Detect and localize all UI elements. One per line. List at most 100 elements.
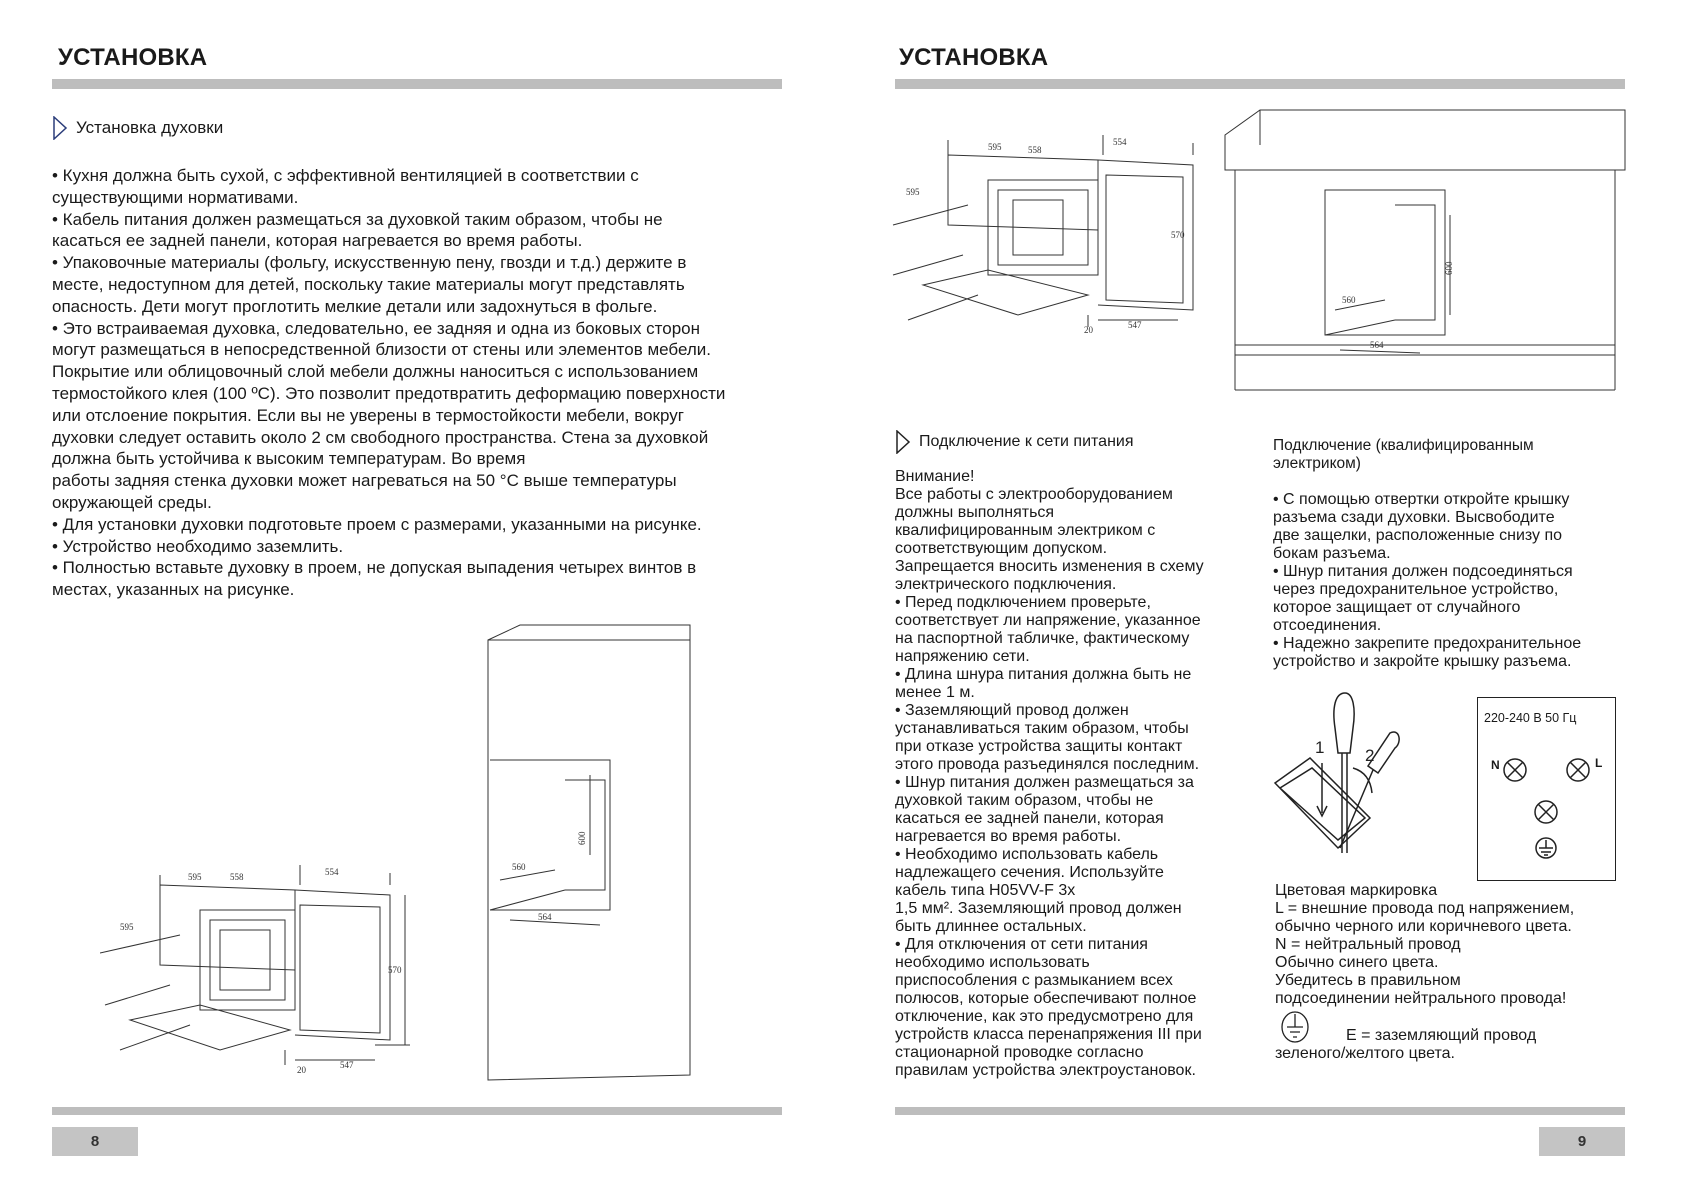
dim-570: 570 [388, 965, 402, 975]
dim-564: 564 [1370, 340, 1384, 350]
text-line: касаться ее задней панели, которая [895, 810, 1164, 827]
text-line: правилам устройства электроустановок. [895, 1062, 1196, 1079]
text-line: Все работы с электрооборудованием [895, 486, 1173, 503]
text-line: Запрещается вносить изменения в схему [895, 558, 1204, 575]
text-line: должны выполняться [895, 504, 1055, 521]
text-line: Покрытие или облицовочный слой мебели до… [52, 362, 699, 382]
text-line: • Для отключения от сети питания [895, 936, 1148, 953]
dim-595-side: 595 [120, 922, 134, 932]
text-line: • Шнур питания должен подсоединяться [1273, 563, 1573, 580]
step-1-label: 1 [1315, 738, 1324, 757]
page-number-right: 9 [1539, 1127, 1625, 1156]
text-line: • Кухня должна быть сухой, с эффективной… [52, 166, 639, 185]
text-line: через предохранительное устройство, [1273, 581, 1559, 598]
dim-554: 554 [325, 867, 339, 877]
text-line: • Необходимо использовать кабель [895, 846, 1159, 863]
text-line: две защелки, расположенные снизу по [1273, 527, 1563, 544]
text-line: • Надежно закрепите предохранительное [1273, 635, 1582, 652]
text-line: которое защищает от случайного [1273, 599, 1521, 616]
text-line: N = нейтральный провод [1275, 936, 1461, 953]
left-section-heading: Установка духовки [52, 116, 223, 140]
text-line: • Перед подключением проверьте, [895, 594, 1151, 611]
chevron-right-icon [896, 430, 911, 454]
text-line: Цветовая маркировка [1275, 882, 1438, 899]
text-line: устройство и закройте крышку разъема. [1273, 653, 1572, 670]
text-line: бокам разъема. [1273, 545, 1391, 562]
oven-dimension-drawing-right: 595 558 554 595 570 20 547 [892, 135, 1194, 335]
text-line: квалифицированным электриком с [895, 522, 1156, 539]
text-line: • Полностью вставьте духовку в проем, не… [52, 558, 697, 578]
text-line: электриком) [1273, 455, 1361, 472]
text-line: • Для установки духовки подготовьте прое… [52, 514, 702, 534]
third-terminal-icon [1534, 800, 1558, 824]
text-line: устройств класса перенапряжения III при [895, 1026, 1202, 1043]
text-line: Внимание! [895, 468, 975, 485]
dim-600: 600 [1444, 261, 1454, 275]
text-line: • Устройство необходимо заземлить. [52, 536, 344, 556]
text-line: Обычно синего цвета. [1275, 954, 1439, 971]
neutral-label: N [1491, 758, 1500, 772]
text-line: касаться ее задней панели, которая нагре… [52, 231, 583, 251]
dim-547: 547 [340, 1060, 354, 1070]
right-section-heading: Подключение к сети питания [895, 430, 1134, 454]
left-footer-bar [52, 1107, 782, 1115]
terminal-icons [1503, 758, 1590, 859]
dim-554: 554 [1113, 137, 1127, 147]
text-line: напряжению сети. [895, 648, 1030, 665]
earth-symbol-icon [1281, 1011, 1309, 1043]
text-line: приспособления с размыканием всех [895, 972, 1173, 989]
text-line: • Длина шнура питания должна быть не [895, 666, 1192, 683]
neutral-terminal-icon [1503, 758, 1527, 782]
earth-line-2: зеленого/желтого цвета. [1275, 1045, 1455, 1062]
dim-595-side: 595 [906, 187, 920, 197]
text-line: Подключение (квалифицированным [1273, 437, 1534, 454]
page-number-left: 8 [52, 1127, 138, 1156]
text-line: Убедитесь в правильном [1275, 972, 1461, 989]
chevron-right-icon [53, 116, 68, 140]
dim-560: 560 [512, 862, 526, 872]
left-page-title: УСТАНОВКА [58, 44, 208, 71]
section-heading-text: Установка духовки [76, 118, 224, 137]
dim-600: 600 [577, 831, 587, 845]
dim-20: 20 [297, 1065, 307, 1075]
text-line: быть длиннее остальных. [895, 918, 1087, 935]
ground-icon [1535, 837, 1557, 859]
text-line: • Кабель питания должен размещаться за д… [52, 209, 663, 229]
text-line: соответствует ли напряжение, указанное [895, 612, 1201, 629]
left-header-bar [52, 79, 782, 89]
text-line: разъема сзади духовки. Высвободите [1273, 509, 1555, 526]
step-2-label: 2 [1365, 746, 1374, 765]
text-line: • Это встраиваемая духовка, следовательн… [52, 318, 701, 338]
text-line: духовкой таким образом, чтобы не [895, 792, 1154, 809]
text-line: могут размещаться в непосредственной бли… [52, 340, 711, 360]
dim-558: 558 [1028, 145, 1042, 155]
text-line: устанавливаться таким образом, чтобы [895, 720, 1189, 737]
text-line: • Шнур питания должен размещаться за [895, 774, 1194, 791]
earth-line-1: E = заземляющий провод [1346, 1027, 1537, 1044]
live-terminal-icon [1566, 758, 1590, 782]
dim-558: 558 [230, 872, 244, 882]
text-line: на паспортной табличке, фактическому [895, 630, 1190, 647]
screwdriver-cover-drawing: 1 2 [1273, 692, 1400, 853]
text-line: кабель типа H05VV-F 3x [895, 882, 1076, 899]
text-line: менее 1 м. [895, 684, 975, 701]
text-line: электрического подключения. [895, 576, 1117, 593]
dim-547: 547 [1128, 320, 1142, 330]
text-line: этого провода разъединялся последним. [895, 756, 1200, 773]
right-header-bar [895, 79, 1625, 89]
text-line: при отказе устройства защиты контакт [895, 738, 1183, 755]
text-line: • Упаковочные материалы (фольгу, искусст… [52, 253, 687, 273]
text-line: • С помощью отвертки откройте крышку [1273, 491, 1570, 508]
text-line: необходимо использовать [895, 954, 1090, 971]
cabinet-column-drawing: 560 600 564 [487, 624, 691, 1081]
dim-570: 570 [1171, 230, 1185, 240]
dim-595-top: 595 [988, 142, 1002, 152]
warning-text-column: Внимание!Все работы с электрооборудовани… [895, 468, 1204, 1080]
voltage-label: 220-240 В 50 Гц [1484, 711, 1577, 725]
text-line: • Заземляющий провод должен [895, 702, 1129, 719]
text-line: окружающей среды. [52, 492, 212, 512]
dim-560: 560 [1342, 295, 1356, 305]
live-label: L [1595, 756, 1603, 770]
